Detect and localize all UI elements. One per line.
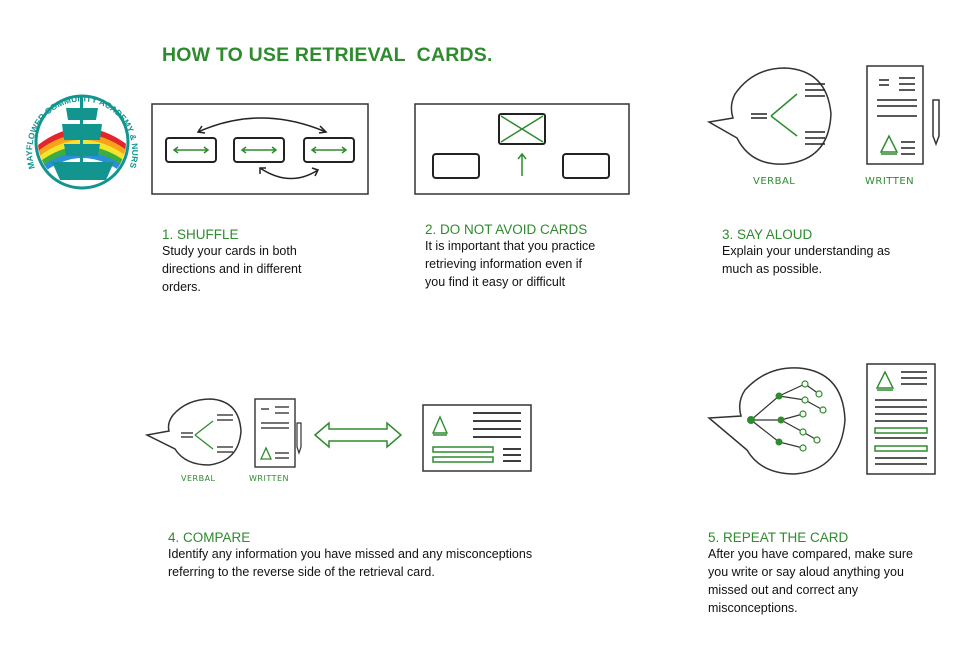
step-line: It is important that you practice: [425, 239, 596, 253]
page-title: HOW TO USE RETRIEVAL CARDS.: [162, 44, 493, 66]
step-line: much as possible.: [722, 262, 823, 276]
step-heading: 3. SAY ALOUD: [722, 227, 813, 242]
say-aloud-illustration: VERBAL WRITTEN: [706, 65, 940, 187]
step-line: you write or say aloud anything you: [708, 565, 904, 579]
step-heading: 2. DO NOT AVOID CARDS: [425, 222, 588, 237]
compare-verbal-label: VERBAL: [181, 474, 216, 483]
step-repeat-the-card: 5. REPEAT THE CARD After you have compar…: [708, 530, 948, 617]
school-logo: MAYFLOWER COMMUNITY ACADEMY & NURSERY: [22, 78, 140, 190]
step-compare: 4. COMPARE Identify any information you …: [168, 530, 628, 581]
shuffle-illustration: [151, 103, 369, 195]
ship-logo-icon: [52, 96, 114, 180]
step-heading: 4. COMPARE: [168, 530, 251, 545]
step-line: misconceptions.: [708, 601, 798, 615]
step-line: Explain your understanding as: [722, 244, 891, 258]
step-line: After you have compared, make sure: [708, 547, 913, 561]
step-say-aloud: 3. SAY ALOUD Explain your understanding …: [722, 227, 942, 278]
compare-illustration: VERBAL WRITTEN: [145, 398, 532, 483]
compare-written-label: WRITTEN: [249, 474, 289, 483]
step-heading: 5. REPEAT THE CARD: [708, 530, 849, 545]
step-line: directions and in different: [162, 262, 302, 276]
repeat-illustration: [707, 363, 936, 475]
do-not-avoid-illustration: [414, 103, 630, 195]
step-line: Study your cards in both: [162, 244, 297, 258]
step-line: Identify any information you have missed…: [168, 547, 533, 561]
step-line: you find it easy or difficult: [425, 275, 566, 289]
written-label: WRITTEN: [865, 176, 914, 187]
step-line: orders.: [162, 280, 201, 294]
step-do-not-avoid: 2. DO NOT AVOID CARDS It is important th…: [425, 222, 665, 291]
step-line: missed out and correct any: [708, 583, 859, 597]
verbal-label: VERBAL: [753, 176, 795, 187]
step-line: referring to the reverse side of the ret…: [168, 565, 435, 579]
step-heading: 1. SHUFFLE: [162, 227, 239, 242]
step-shuffle: 1. SHUFFLE Study your cards in both dire…: [162, 227, 392, 296]
step-line: retrieving information even if: [425, 257, 583, 271]
